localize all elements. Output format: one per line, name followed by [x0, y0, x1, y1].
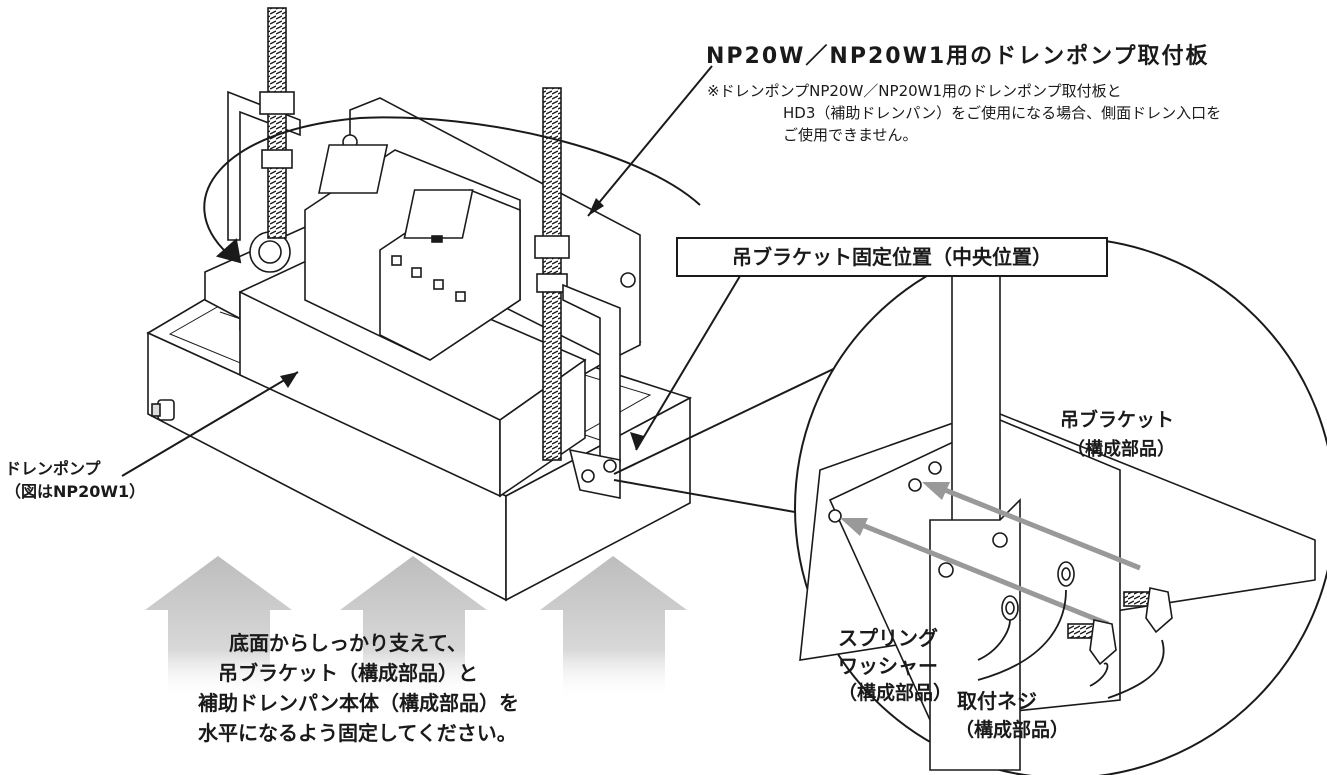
position-leader: [635, 275, 741, 451]
left-hanger-assembly: [227, 7, 301, 241]
drain-pump-body: [239, 144, 587, 498]
pump-plate-title: NP20W／NP20W1用のドレンポンプ取付板: [706, 44, 1210, 69]
spring-washers: [1001, 561, 1075, 621]
support-arrow-left: [145, 556, 292, 700]
bracket-position-label: 吊ブラケット固定位置（中央位置）: [676, 237, 1108, 277]
spring-washer-label-3: （構成部品）: [838, 682, 953, 704]
spring-washer-label-1: スプリング: [838, 626, 938, 650]
title-leader: [587, 65, 713, 217]
mounting-screw-label: 取付ネジ: [957, 689, 1037, 713]
usage-note-line-1: ※ドレンポンプNP20W／NP20W1用のドレンポンプ取付板と: [707, 82, 1122, 100]
usage-note: ※ドレンポンプNP20W／NP20W1用のドレンポンプ取付板と HD3（補助ドレ…: [707, 80, 1221, 146]
usage-note-line-3: ご使用できません。: [783, 126, 918, 144]
installation-instruction: 底面からしっかり支えて、 吊ブラケット（構成部品）と 補助ドレンパン本体（構成部…: [198, 628, 519, 748]
support-arrow-group: [145, 556, 687, 700]
right-hanger-assembly: [534, 87, 621, 499]
instruction-line-3: 補助ドレンパン本体（構成部品）を: [198, 691, 519, 715]
zoom-leader-top: [613, 361, 849, 475]
zoom-detail: [794, 237, 1327, 775]
mounting-screw-sub-label: （構成部品）: [955, 719, 1070, 741]
usage-note-line-2: HD3（補助ドレンパン）をご使用になる場合、側面ドレン入口を: [783, 104, 1222, 122]
instruction-line-1: 底面からしっかり支えて、: [229, 631, 467, 655]
instruction-line-4: 水平になるよう固定してください。: [198, 721, 517, 745]
hanger-bracket-sub-label: （構成部品）: [1067, 439, 1175, 460]
drain-pump-model-label: （図はNP20W1）: [5, 482, 146, 501]
hanger-bracket-label: 吊ブラケット: [1060, 409, 1175, 431]
support-arrow-middle: [340, 556, 487, 700]
mounting-screws: [1067, 587, 1173, 666]
support-arrow-right: [540, 556, 687, 700]
pump-leader: [121, 371, 299, 477]
rotation-arrow: [203, 116, 701, 264]
drain-pump-label: ドレンポンプ: [5, 459, 101, 478]
spring-washer-label-2: ワッシャー: [838, 654, 938, 678]
instruction-line-2: 吊ブラケット（構成部品）と: [218, 661, 478, 685]
